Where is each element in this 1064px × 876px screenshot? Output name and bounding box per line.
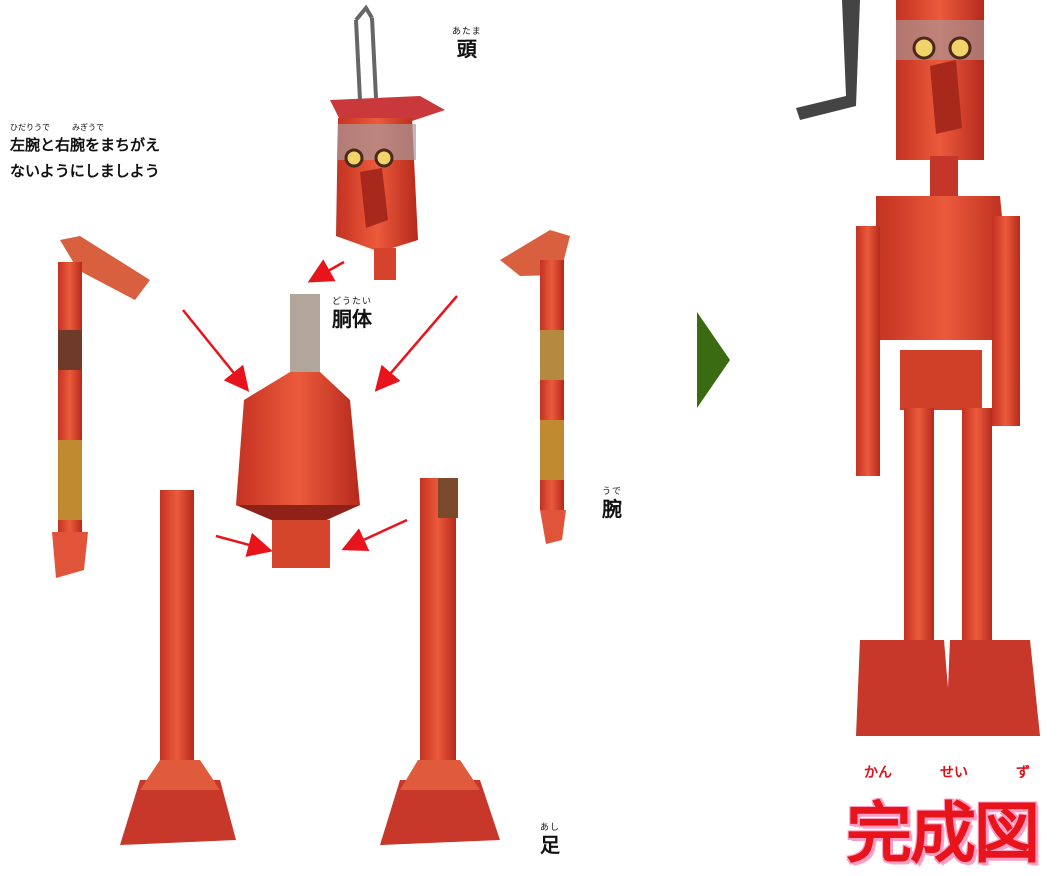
left-leg-part (120, 490, 236, 845)
next-step-triangle (697, 312, 730, 408)
head-part (330, 4, 445, 280)
left-arm-part (52, 236, 150, 578)
completed-diagram-caption: かん せい ず 完成図 (842, 762, 1064, 872)
ruby-left-arm: ひだりうで (10, 123, 50, 132)
ruby-right-arm: みぎうで (72, 123, 104, 132)
completed-robot (796, 0, 1040, 736)
torso-part (236, 294, 360, 568)
ruby-sei: せい (940, 765, 968, 781)
ruby-zu: ず (1016, 765, 1030, 781)
completed-title: 完成図 (846, 795, 1040, 872)
arrow-right-arm (374, 295, 458, 392)
note-line-1: 左腕と右腕をまちがえ (10, 136, 161, 154)
note-line-2: ないようにしましよう (10, 162, 160, 180)
head-label: あたま 頭 (452, 27, 482, 61)
right-leg-part (380, 478, 500, 845)
assembly-arrows (182, 259, 458, 557)
leg-label: あし 足 (540, 823, 561, 857)
arrow-right-leg (341, 518, 408, 552)
arrow-head-to-torso (307, 259, 345, 283)
ruby-kan: かん (864, 765, 892, 781)
arm-caution-note: ひだりうで みぎうで 左腕と右腕をまちがえ ないようにしましよう (10, 122, 160, 184)
torso-label: どうたい 胴体 (332, 297, 373, 331)
arrow-left-arm (182, 309, 250, 392)
arm-label: うで 腕 (602, 487, 623, 521)
arrow-left-leg (215, 532, 273, 557)
right-arm-part (500, 230, 570, 544)
